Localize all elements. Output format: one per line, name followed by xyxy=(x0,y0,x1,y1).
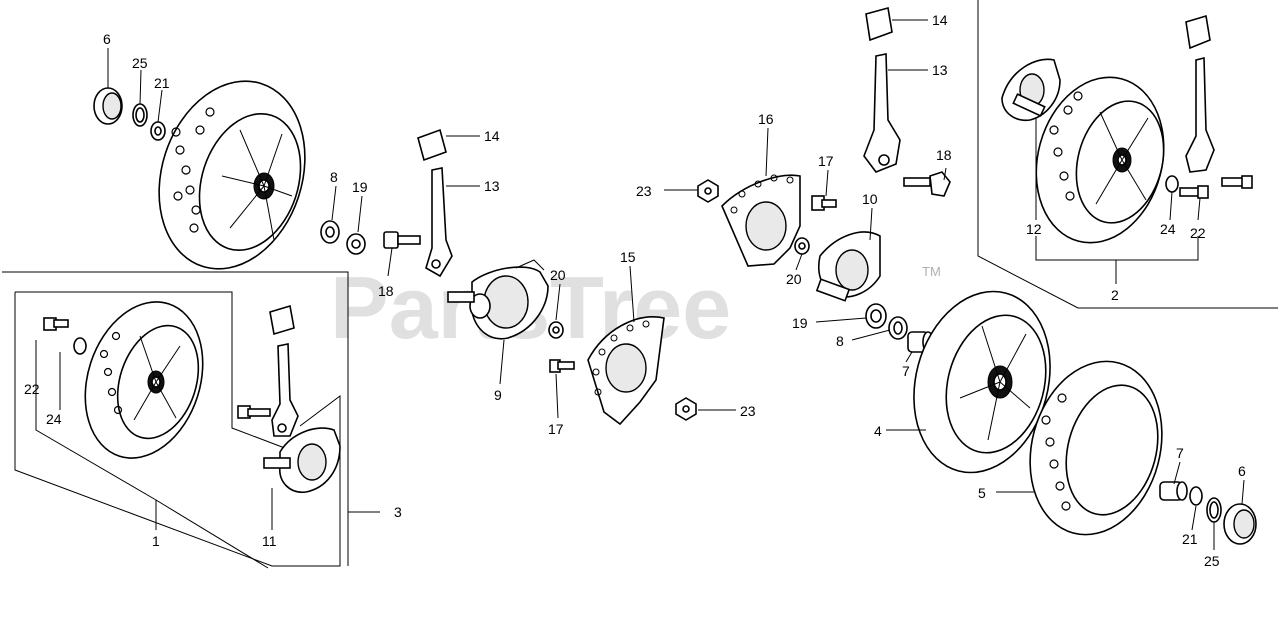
callout-17-right: 17 xyxy=(818,153,834,169)
callout-14-left: 14 xyxy=(484,128,500,144)
bushing-7-lower xyxy=(1159,481,1188,501)
knob-14-left xyxy=(417,128,447,162)
callout-labels: 6 25 21 14 13 8 19 18 16 23 17 20 10 14 … xyxy=(24,12,1246,569)
tire-5 xyxy=(1029,360,1163,536)
lever-13-left xyxy=(425,167,453,278)
washer-20-right xyxy=(794,237,810,255)
washer-24-far-right xyxy=(1165,175,1179,193)
group-outlines xyxy=(2,0,1278,569)
plate-16 xyxy=(721,174,801,267)
washer-20-mid xyxy=(548,321,564,339)
adjuster-10 xyxy=(815,231,881,302)
knob-14-far-right xyxy=(1185,14,1211,50)
callout-24-upper: 24 xyxy=(1160,221,1176,237)
callout-21-lower: 21 xyxy=(1182,531,1198,547)
bolt-18-right xyxy=(903,171,951,197)
callout-13-right: 13 xyxy=(932,62,948,78)
callout-1: 1 xyxy=(152,533,160,549)
callout-9: 9 xyxy=(494,387,502,403)
washer-19-left xyxy=(346,233,366,255)
callout-19-left: 19 xyxy=(352,179,368,195)
clip-8-right xyxy=(888,316,908,340)
nut-23-lower xyxy=(675,397,697,421)
clip-25-lower xyxy=(1206,497,1222,523)
callout-7-lower: 7 xyxy=(1176,445,1184,461)
callout-6-lower: 6 xyxy=(1238,463,1246,479)
callout-25-top-left: 25 xyxy=(132,55,148,71)
callout-2: 2 xyxy=(1111,287,1119,303)
wheel-4 xyxy=(913,290,1051,474)
callout-16: 16 xyxy=(758,111,774,127)
wheel-top-left xyxy=(158,80,306,270)
callout-10: 10 xyxy=(862,191,878,207)
washer-19-right xyxy=(865,303,887,329)
washer-8-left xyxy=(320,220,340,244)
cap-6-left xyxy=(93,87,123,125)
callout-19-right: 19 xyxy=(792,315,808,331)
callout-22-upper: 22 xyxy=(1190,225,1206,241)
nut-23-upper xyxy=(697,179,719,203)
bolt-17-mid xyxy=(549,359,575,373)
lever-lower-left xyxy=(271,343,299,437)
washer-21-lower xyxy=(1189,486,1203,506)
callout-17-mid: 17 xyxy=(548,421,564,437)
callout-8-right: 8 xyxy=(836,333,844,349)
plate-15 xyxy=(587,316,665,426)
callout-4: 4 xyxy=(874,423,882,439)
lever-13-right xyxy=(863,53,901,173)
callout-20-right: 20 xyxy=(786,271,802,287)
callout-6-top-left: 6 xyxy=(103,31,111,47)
adjuster-12 xyxy=(1001,58,1061,122)
bolt-lower-left xyxy=(237,405,271,419)
bolt-22-far-right xyxy=(1179,185,1209,199)
bolt-18-left xyxy=(383,231,421,249)
callout-12: 12 xyxy=(1026,221,1042,237)
callout-23-upper: 23 xyxy=(636,183,652,199)
adjuster-11 xyxy=(263,427,341,493)
bolt-extra-far-right xyxy=(1221,175,1253,189)
knob-lower-left xyxy=(269,304,295,336)
callout-21-top-left: 21 xyxy=(154,75,170,91)
callout-7-right: 7 xyxy=(902,363,910,379)
callout-14-right: 14 xyxy=(932,12,948,28)
callout-18-right: 18 xyxy=(936,147,952,163)
callout-18-left: 18 xyxy=(378,283,394,299)
washer-24-lower-left xyxy=(73,337,87,355)
wheel-top-right xyxy=(1035,76,1165,244)
callout-20-mid: 20 xyxy=(550,267,566,283)
watermark-trademark: TM xyxy=(922,264,941,279)
bolt-22-lower-left xyxy=(43,317,69,331)
callout-3: 3 xyxy=(394,504,402,520)
clip-25-left xyxy=(132,103,148,127)
callout-11: 11 xyxy=(262,533,277,549)
wheel-lower-left xyxy=(84,301,204,459)
leader-lines xyxy=(107,19,1245,550)
lever-13-far-right xyxy=(1185,56,1215,173)
callout-24-lower-left: 24 xyxy=(46,411,62,427)
callout-5: 5 xyxy=(978,485,986,501)
bolt-17-right xyxy=(811,195,837,211)
callout-15: 15 xyxy=(620,249,636,265)
callout-13-left: 13 xyxy=(484,178,500,194)
callout-22-lower-left: 22 xyxy=(24,381,40,397)
washer-21-left xyxy=(150,121,166,141)
knob-14-right xyxy=(865,6,893,42)
callout-25-lower: 25 xyxy=(1204,553,1220,569)
callout-23-lower: 23 xyxy=(740,403,756,419)
adjuster-9 xyxy=(447,259,549,340)
cap-6-lower xyxy=(1223,503,1257,545)
callout-8-left: 8 xyxy=(330,169,338,185)
